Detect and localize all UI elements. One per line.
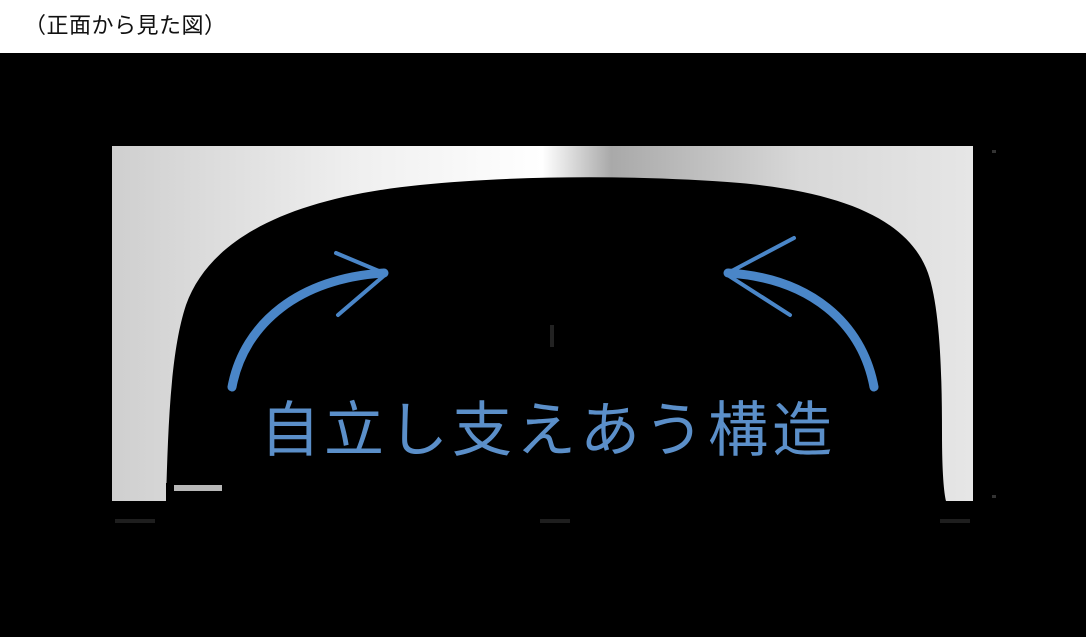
small-tick <box>550 325 554 347</box>
figure-caption: （正面から見た図） <box>24 14 227 39</box>
base-foot-left <box>172 485 222 491</box>
small-tick <box>115 519 155 523</box>
arch-opening <box>166 177 946 501</box>
left-arrow-icon <box>227 251 389 392</box>
diagram-label: 自立し支えあう構造 <box>260 396 836 466</box>
small-tick <box>992 495 996 498</box>
small-tick <box>540 519 570 523</box>
base-foot-left-dark <box>166 483 174 501</box>
diagram-canvas <box>112 146 996 523</box>
right-arrow-icon <box>723 236 879 392</box>
small-tick <box>992 150 996 153</box>
small-tick <box>940 519 970 523</box>
front-view-diagram: 自立し支えあう構造 <box>0 53 1086 637</box>
